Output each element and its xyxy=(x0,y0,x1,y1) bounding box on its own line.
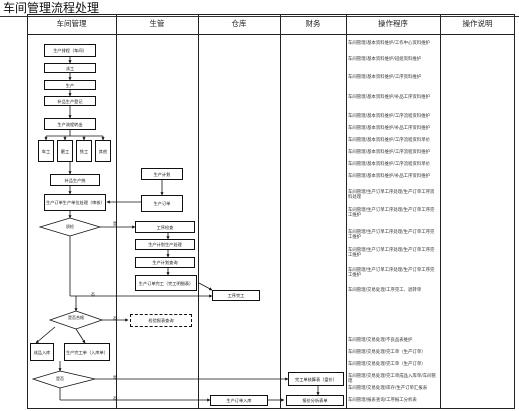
column-header-production: 生管 xyxy=(149,19,165,28)
procedure-note: 车间管理/基本资料维护/补品工序资料维护 xyxy=(348,174,430,179)
node-schedule: 生产排程（车间） xyxy=(44,44,96,57)
swimlane-frame xyxy=(27,14,515,409)
node-completion-slip: 生产完工单（入库单） xyxy=(64,343,110,361)
node-sub-milling: 铣工 xyxy=(76,140,92,162)
procedure-note: 车间管理/基本资料维护/工序资料维护 xyxy=(348,75,422,80)
procedure-note: 车间管理/基本资料维护/工序流程资料维护 xyxy=(348,114,430,119)
node-dispatch: 派工 xyxy=(44,63,96,73)
node-process-completion: 工序完工 xyxy=(212,290,260,301)
procedure-note: 车间管理/基本资料维护/工作中心资料维护 xyxy=(348,41,430,46)
column-header-instructions: 操作说明 xyxy=(462,19,493,28)
page-title: 车间管理流程处理 xyxy=(0,0,519,17)
header-divider xyxy=(27,34,515,35)
procedure-note: 车间管理/基本资料维护/补品工序资料维护 xyxy=(348,126,430,131)
column-header-warehouse: 仓库 xyxy=(231,19,247,28)
diamond-inspection-label: 质检 xyxy=(66,224,74,229)
node-sub-grinding: 磨工 xyxy=(57,140,73,162)
node-plan-query: 生产计划查询 xyxy=(135,257,195,268)
label-no: 否 xyxy=(91,292,95,297)
node-sub-lathe: 车工 xyxy=(38,140,54,162)
label-no: 否 xyxy=(113,316,117,321)
procedure-note: 车间管理/基本资料维护/工序流程资料单价 xyxy=(348,162,430,167)
node-production: 生产 xyxy=(44,80,96,90)
column-header-finance: 财务 xyxy=(305,19,321,28)
procedure-note: 车间管理/基本资料维护/补品工序资料维护 xyxy=(348,95,430,100)
node-plan-processing: 生产计划生产处理 xyxy=(135,239,195,250)
procedure-note: 车间管理/生产订单工序处理/生产订单工序完工维护 xyxy=(348,268,435,279)
lane-divider xyxy=(116,14,117,409)
diamond-inspection xyxy=(38,217,102,237)
label-yes: 是 xyxy=(113,375,117,380)
diamond-qualified xyxy=(48,310,104,330)
procedure-note: 车间管理/交易处理/工序完工、退转单 xyxy=(348,288,422,293)
procedure-note: 车间管理/交易处理/不良品表维护 xyxy=(348,338,413,343)
node-finished-stock: 成品入库 xyxy=(30,343,54,361)
node-supplement-registration: 补品生产登记 xyxy=(44,96,96,106)
procedure-note: 车间管理/生产订单工序处理/生产订单工序完工维护 xyxy=(348,230,435,241)
procedure-note: 车间管理/基本资料维护/工序流程资料单价 xyxy=(348,138,430,143)
column-header-procedure: 操作程序 xyxy=(378,19,408,28)
procedure-note: 车间管理/生产订单工序处理/生产订单工序资料处理 xyxy=(348,190,435,201)
lane-divider xyxy=(280,14,281,409)
label-no: 否 xyxy=(113,396,117,401)
node-order-completion: 生产订单完工（完工明细表） xyxy=(135,275,197,291)
procedure-note: 车间管理/交易处理/完工单（生产订单） xyxy=(348,362,426,367)
diamond-decision-label: 是否 xyxy=(56,376,64,381)
node-order-unit-processing: 生产订单生产单位处理（审核） xyxy=(44,194,106,211)
node-supplement-stats: 补品生产统 xyxy=(50,174,100,186)
procedure-note: 车间管理/报表查询/工序报工分析表 xyxy=(348,398,417,403)
node-process-transfer: 生产流程转出 xyxy=(44,118,96,130)
label-yes: 是 xyxy=(113,221,117,226)
node-price-analysis: 报价分析表单 xyxy=(286,395,344,406)
diamond-qualified-label: 是否合格 xyxy=(68,315,84,320)
procedure-note: 车间管理/基本资料维护/工序流程资料维护 xyxy=(348,150,430,155)
procedure-note: 车间管理/生产订单工序处理/生产订单工序完工维护 xyxy=(348,248,435,259)
procedure-note: 车间管理/基本资料维护/班组资料维护 xyxy=(348,57,422,62)
column-header-workshop: 车间管理 xyxy=(56,19,87,28)
node-order-stock-in: 生产订单入库 xyxy=(210,395,268,406)
lane-divider xyxy=(440,14,441,409)
node-completion-costing: 完工单核算表（盘价） xyxy=(288,372,344,386)
node-production-order: 生产订单 xyxy=(141,195,183,212)
node-sub-other: 其他 xyxy=(95,140,111,162)
node-process-check: 工序检查 xyxy=(135,221,195,233)
diamond-decision xyxy=(31,370,96,389)
procedure-note: 车间管理/生产订单工序处理/生产订单工序完工维护 xyxy=(348,208,435,219)
procedure-note: 车间管理/交易处理/完工单（生产订单） xyxy=(348,350,426,355)
lane-divider xyxy=(198,14,199,409)
lane-divider xyxy=(346,14,347,409)
procedure-note: 车间管理/交易处理/完工单成品入库单/车间管理 xyxy=(348,374,436,385)
node-inspection-report: 检验报表查询 xyxy=(130,314,192,327)
node-production-plan: 生产计划 xyxy=(141,168,183,180)
procedure-note: 车间管理/交易处理/库存/生产订单汇报表 xyxy=(348,386,428,391)
